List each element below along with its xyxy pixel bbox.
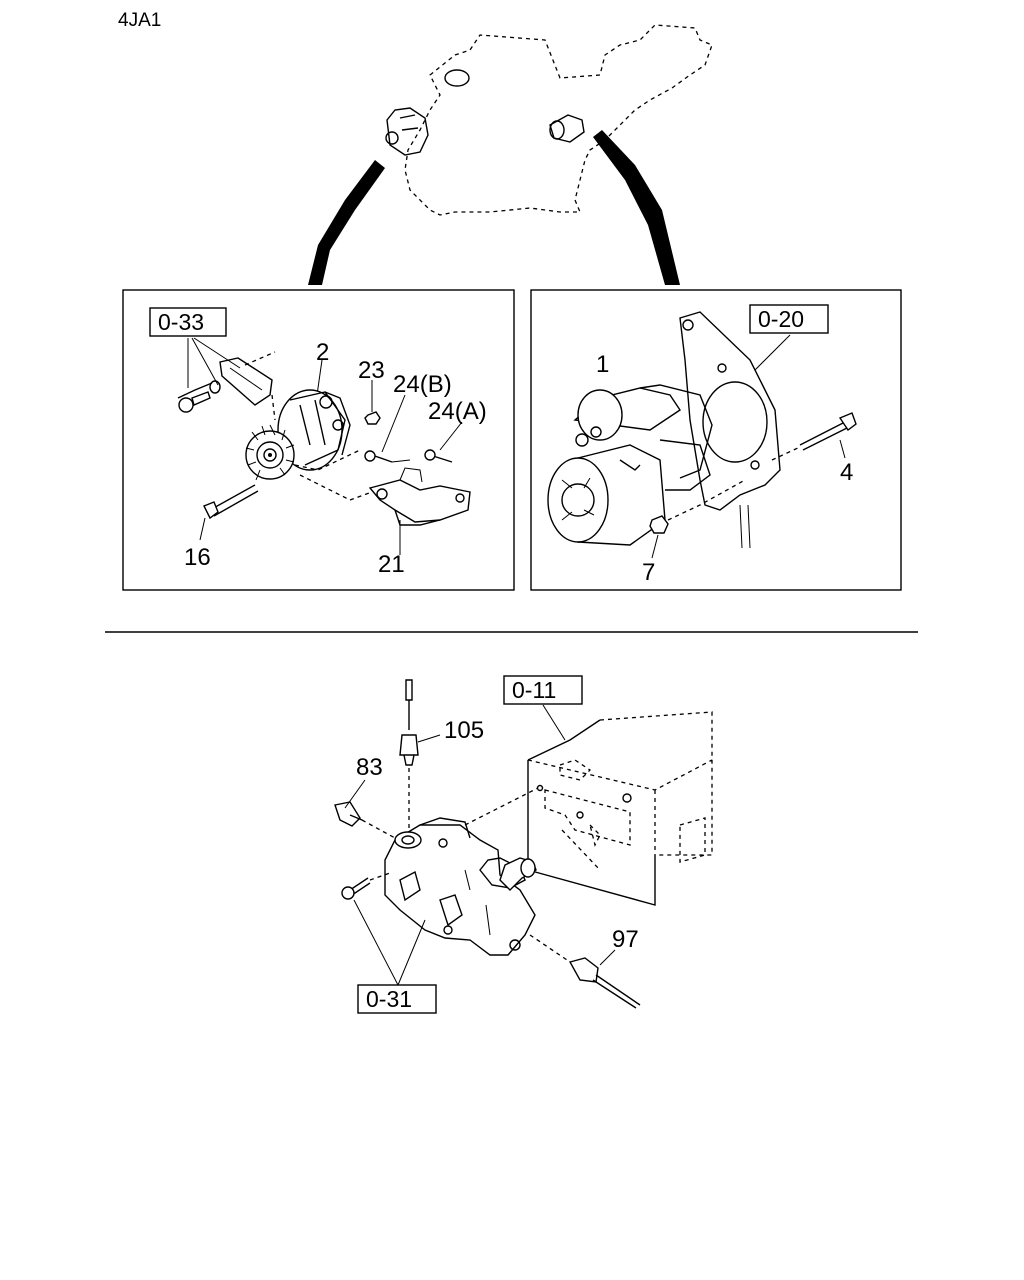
alternator-panel: 0-33 [122, 289, 515, 591]
ref-box-0-11-label: 0-11 [512, 677, 556, 703]
ref-box-0-11 [503, 675, 583, 705]
thermostat-housing-icon [384, 817, 537, 956]
engine-overview [308, 24, 713, 285]
bolt-16-icon [209, 484, 259, 517]
model-code: 4JA1 [118, 10, 161, 31]
oil-filler-cap-icon [444, 69, 470, 87]
callout-24a: 24(A) [428, 398, 487, 425]
callout-97: 97 [612, 926, 639, 953]
ref-box-0-33 [149, 307, 227, 337]
ref-box-0-33-label: 0-33 [158, 309, 204, 335]
callout-2: 2 [316, 339, 329, 366]
alternator-icon [245, 389, 351, 481]
callout-16: 16 [184, 544, 211, 571]
washer-icon [209, 380, 221, 394]
zoom-arrow-right [593, 130, 680, 285]
ref-box-0-20-label: 0-20 [758, 306, 804, 332]
callout-105: 105 [444, 717, 484, 744]
sensor-97-icon [568, 949, 641, 1009]
nut-23-icon [364, 411, 381, 425]
zoom-arrow-left [308, 160, 385, 285]
callout-23: 23 [358, 357, 385, 384]
callout-21: 21 [378, 551, 405, 578]
housing-bolt-icon [349, 877, 371, 896]
sensor-83-icon [334, 779, 366, 827]
starter-panel: 0-20 [530, 289, 902, 591]
bracket-21-icon [368, 479, 471, 523]
callout-7: 7 [642, 559, 655, 586]
cylinder-head-icon [527, 711, 713, 906]
callout-4: 4 [840, 459, 853, 486]
sensor-105-icon [399, 679, 441, 766]
callout-1: 1 [596, 351, 609, 378]
ref-box-0-31 [357, 984, 437, 1014]
starter-motor-icon [547, 384, 713, 546]
callout-83: 83 [356, 754, 383, 781]
alternator-panel-frame [122, 289, 515, 591]
starter-panel-frame [530, 289, 902, 591]
bolt-4-icon [799, 421, 848, 451]
callout-24b: 24(B) [393, 371, 452, 398]
mounting-bolt-icon [177, 382, 213, 399]
flywheel-housing-plate-icon [679, 311, 781, 511]
nut-7-icon [649, 515, 669, 534]
ref-box-0-31-label: 0-31 [366, 986, 412, 1012]
adjusting-plate-icon [219, 357, 273, 406]
thermostat-assembly: 0-11 [334, 675, 713, 1014]
engine-alternator-icon [386, 107, 429, 156]
ref-box-0-20 [749, 304, 829, 334]
